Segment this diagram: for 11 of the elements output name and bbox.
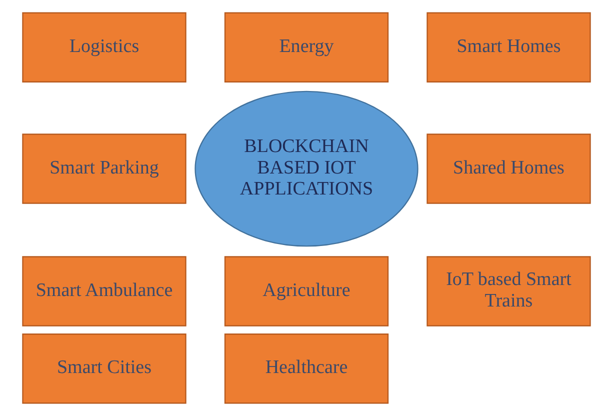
node-box: Smart Cities <box>22 334 186 404</box>
node-box: Smart Ambulance <box>22 256 186 326</box>
node-ellipse: BLOCKCHAIN BASED IOT APPLICATIONS <box>194 90 418 247</box>
node-box: Smart Homes <box>426 12 591 82</box>
node-box: Logistics <box>22 12 186 82</box>
node-box: IoT based Smart Trains <box>426 256 591 326</box>
node-box: Shared Homes <box>426 134 591 204</box>
node-box: Agriculture <box>224 256 389 326</box>
node-box: Healthcare <box>224 334 389 404</box>
node-box: Smart Parking <box>22 134 186 204</box>
node-box: Energy <box>224 12 389 82</box>
